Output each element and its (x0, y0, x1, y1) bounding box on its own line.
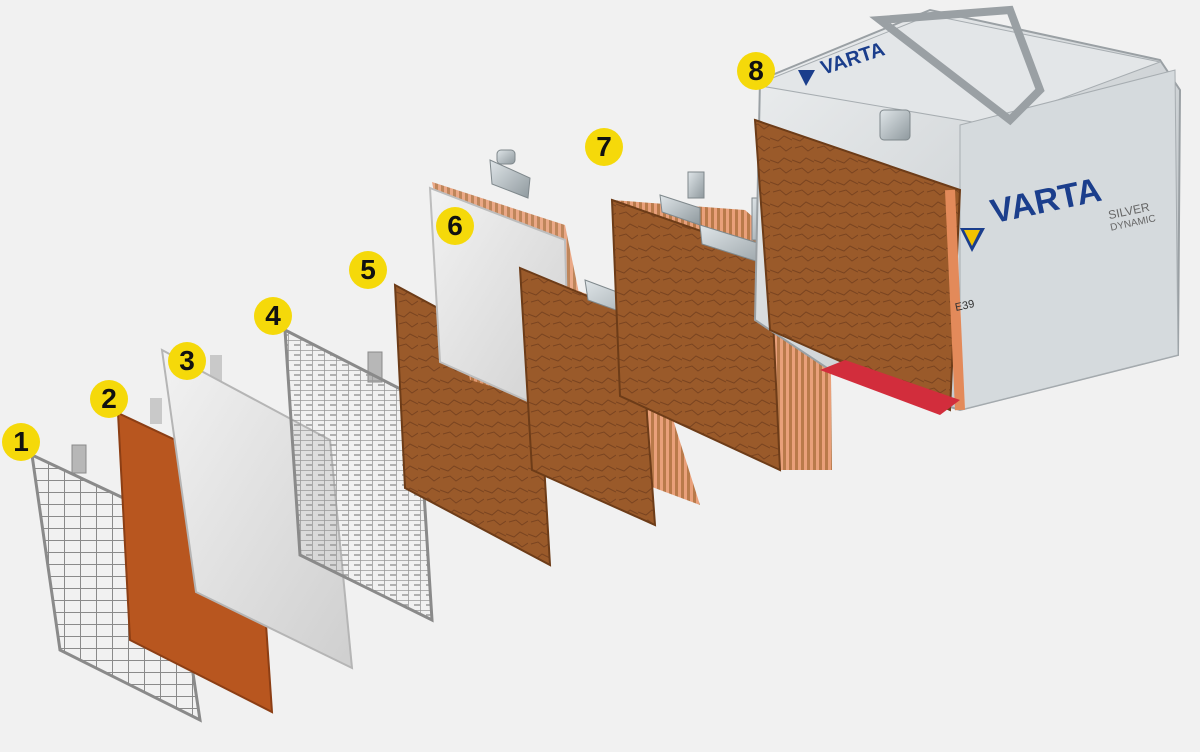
component-4-grid (283, 327, 434, 623)
label-3: 3 (168, 342, 206, 380)
component-8-battery (753, 5, 1182, 415)
label-5: 5 (349, 251, 387, 289)
label-4: 4 (254, 297, 292, 335)
label-1: 1 (2, 423, 40, 461)
label-6: 6 (436, 207, 474, 245)
label-8: 8 (737, 52, 775, 90)
label-2: 2 (90, 380, 128, 418)
label-7: 7 (585, 128, 623, 166)
